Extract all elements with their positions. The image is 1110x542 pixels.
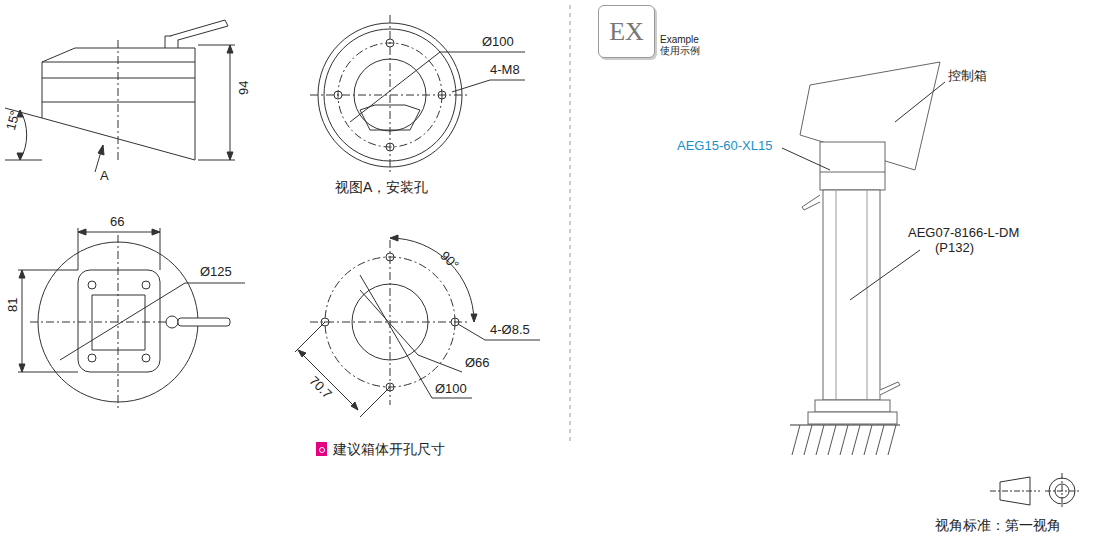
- dimension-label: 视图A，安装孔: [335, 180, 428, 195]
- dimension-label: 66: [110, 214, 124, 229]
- legend-text: 建议箱体开孔尺寸: [333, 441, 445, 459]
- view-a: [310, 15, 525, 175]
- dimension-label: 控制箱: [948, 68, 987, 83]
- dimension-label: 94: [236, 81, 251, 95]
- dimension-label: AEG15-60-XL15: [677, 138, 772, 153]
- dimension-label: Ø66: [465, 355, 490, 370]
- dimension-label: 81: [5, 298, 20, 312]
- dimension-label: 4-M8: [490, 62, 520, 77]
- top-view: [18, 228, 245, 410]
- dimension-label: 使用示例: [660, 45, 700, 56]
- legend-swatch: [316, 445, 327, 456]
- example-badge: EX: [598, 5, 655, 58]
- dimension-label: AEG07-8166-L-DM: [908, 225, 1019, 240]
- dimension-label: (P132): [935, 240, 974, 255]
- dimension-label: 70.7: [306, 373, 335, 402]
- example-illustration: [782, 62, 945, 455]
- dimension-label: 4-Ø8.5: [490, 322, 530, 337]
- dimension-label: 90°: [437, 248, 462, 273]
- dimension-label: Example: [660, 34, 699, 45]
- dimension-label: Ø100: [435, 381, 467, 396]
- dimension-label: A: [100, 168, 109, 183]
- projection-symbol: [990, 473, 1080, 509]
- dimension-label: Ø125: [200, 264, 232, 279]
- dimension-label: 视角标准：第一视角: [935, 518, 1061, 533]
- hole-pattern: [295, 235, 540, 417]
- dimension-label: Ø100: [482, 34, 514, 49]
- side-view: [5, 20, 235, 172]
- dimension-label: 15°: [3, 109, 23, 132]
- legend-item: 建议箱体开孔尺寸: [316, 441, 445, 459]
- badge-text: EX: [601, 13, 652, 51]
